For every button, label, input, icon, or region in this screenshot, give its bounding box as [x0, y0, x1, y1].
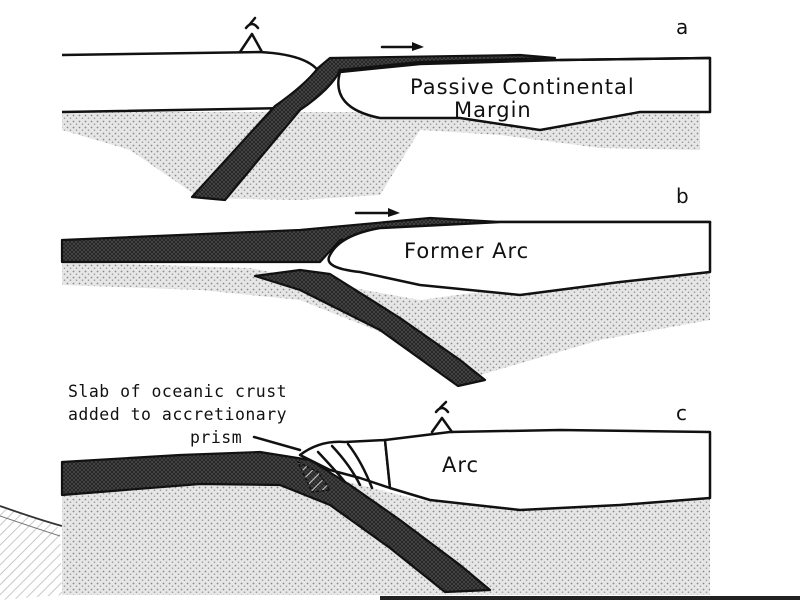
panel-c-oceanic-slab: [60, 450, 492, 594]
panel-b-label: Former Arc: [404, 239, 529, 263]
panel-a-label-line2: Margin: [454, 98, 532, 122]
panel-b-former-arc: [327, 220, 712, 297]
panel-b-letter: b: [676, 184, 689, 208]
panel-c-arc-crust: [383, 428, 712, 512]
annotation-line3: prism: [190, 428, 242, 447]
panel-b-detached-slab: [253, 268, 487, 388]
annotation-leader-line: [252, 435, 302, 452]
panel-c-volcano-icon: [430, 400, 454, 434]
panel-c-letter: c: [676, 401, 687, 425]
panel-a-mantle: [62, 112, 700, 200]
panel-c: c Arc Slab of oceanic crust added to acc…: [60, 382, 712, 595]
slide-corner-decoration: [0, 505, 63, 600]
panel-a-label-line1: Passive Continental: [410, 75, 635, 99]
accretion-annotation: Slab of oceanic crust added to accretion…: [68, 382, 302, 452]
panel-a-letter: a: [676, 15, 688, 39]
panel-c-label: Arc: [442, 453, 479, 477]
panel-a-passive-margin: [337, 56, 712, 132]
panel-a-motion-arrow: [380, 42, 424, 51]
annotation-line2: added to accretionary: [68, 405, 287, 424]
panel-a: a Passive Continental Margin: [61, 15, 712, 202]
bottom-edge-bar: [380, 596, 800, 600]
panel-b-motion-arrow: [354, 208, 400, 217]
panel-c-accretionary-prism: [296, 438, 392, 493]
panel-b: b Former Arc: [60, 184, 712, 388]
panel-a-volcano-icon: [238, 16, 264, 54]
annotation-line1: Slab of oceanic crust: [68, 382, 287, 401]
panel-a-subducting-slab: [190, 53, 557, 202]
